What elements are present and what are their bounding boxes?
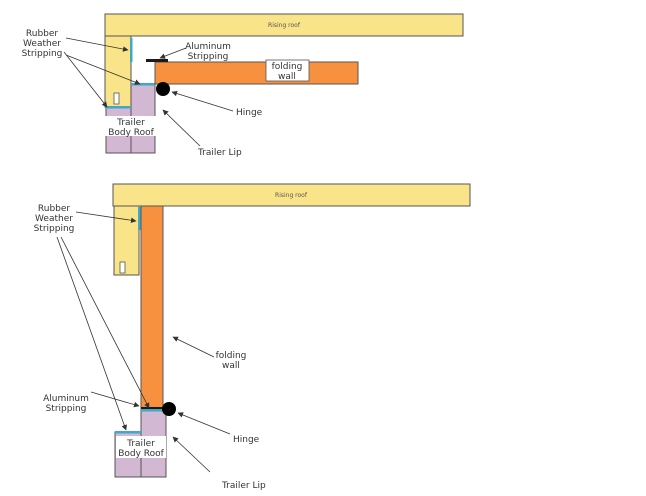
trailer-lip-label-top: Trailer Lip <box>197 148 242 158</box>
aluminum-stripping-top <box>146 59 168 62</box>
body-roof-label-bottom: Body Roof <box>118 449 164 459</box>
aluminum-stripping-bottom <box>141 407 163 410</box>
arrow-folding-wall-bottom <box>172 336 215 358</box>
arrow-rubber-lip-top <box>65 54 141 85</box>
folding-wall-bottom <box>140 205 164 410</box>
trailer-body-label-box-top <box>105 116 157 136</box>
hinge-label-bottom: Hinge <box>233 435 260 445</box>
folding-label-top: folding <box>272 62 303 72</box>
rising-roof-label-top: Rising roof <box>268 22 301 29</box>
hinge-bottom <box>162 402 176 416</box>
rubber-label-bottom: Rubber <box>38 204 71 214</box>
stripping-label-bottom: Stripping <box>34 224 75 234</box>
arrow-rubber-lip-bottom <box>60 236 150 409</box>
roof-skirt-bottom <box>113 205 140 276</box>
weather-stripping-skirt-bottom <box>138 206 141 230</box>
rising-roof-top <box>104 13 464 37</box>
weather-stripping-body-right-top <box>131 83 155 86</box>
weather-stripping-body-right-bottom <box>141 409 166 412</box>
arrow-rubber-body-bottom <box>56 236 127 431</box>
folded-state-diagram: Rising roof Trailer Body Roof folding wa… <box>22 13 464 158</box>
arrow-aluminum-bottom <box>90 391 140 408</box>
rising-roof-bottom <box>112 183 471 207</box>
trailer-label-bottom: Trailer <box>126 439 155 449</box>
hinge-top <box>156 82 170 96</box>
aluminum-label-bottom: Aluminum <box>43 394 89 404</box>
arrow-aluminum-top <box>159 47 187 59</box>
rubber-label-top: Rubber <box>26 29 59 39</box>
skirt-slot-bottom <box>119 261 126 274</box>
trailer-label-top: Trailer <box>116 118 145 128</box>
folding-label-bottom: folding <box>216 351 247 361</box>
trailer-body-label-box-bottom <box>116 436 166 458</box>
aluminum-stripping-label-bottom: Stripping <box>46 404 87 414</box>
aluminum-label-top: Aluminum <box>185 42 231 52</box>
skirt-slot-top <box>113 92 120 105</box>
folding-wall-label-box-top <box>265 59 310 82</box>
weather-stripping-body-left-bottom <box>115 431 141 434</box>
rising-roof-label-bottom: Rising roof <box>275 192 308 199</box>
weather-label-bottom: Weather <box>35 214 73 224</box>
folding-wall-top <box>154 61 359 85</box>
weather-stripping-skirt-top <box>130 38 133 62</box>
arrow-lip-bottom <box>172 436 211 473</box>
wall-label-top: wall <box>278 72 296 82</box>
body-roof-label-top: Body Roof <box>108 128 154 138</box>
wall-label-bottom: wall <box>222 361 240 371</box>
arrow-rubber-body-top <box>63 51 108 108</box>
weather-stripping-body-left-top <box>106 106 131 109</box>
trailer-lip-label-bottom: Trailer Lip <box>221 481 266 491</box>
arrow-hinge-bottom <box>177 412 231 435</box>
aluminum-stripping-label-top: Stripping <box>188 52 229 62</box>
arrow-hinge-top <box>171 90 234 112</box>
unfolded-state-diagram: Rising roof Trailer Body Roof Rubber Wea… <box>34 183 471 491</box>
stripping-label-top: Stripping <box>22 49 63 59</box>
arrow-rubber-skirt-bottom <box>75 211 137 224</box>
weather-label-top: Weather <box>23 39 61 49</box>
arrow-lip-top <box>162 109 201 147</box>
hinge-label-top: Hinge <box>236 108 263 118</box>
arrow-rubber-skirt-top <box>65 37 129 52</box>
